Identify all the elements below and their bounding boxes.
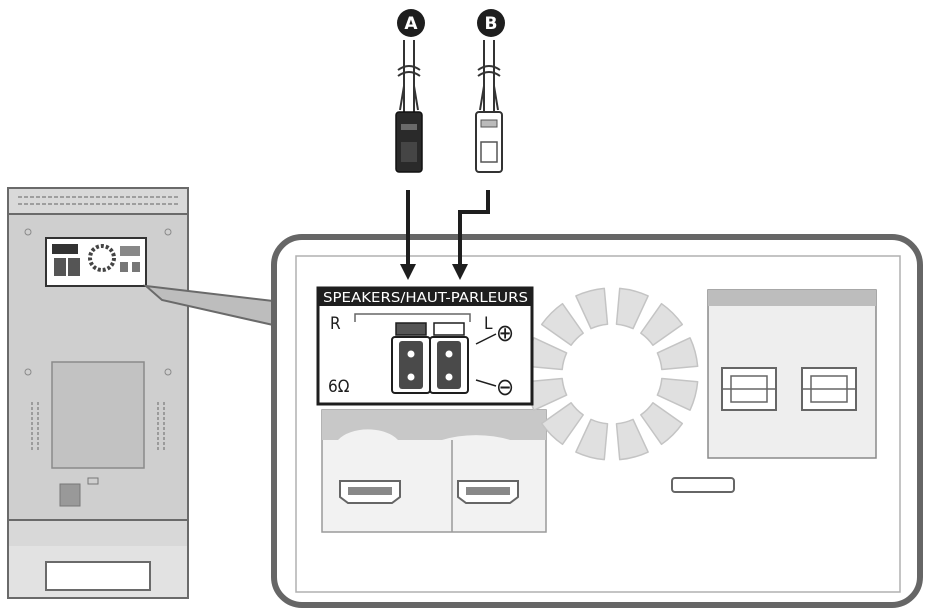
connector-right — [801, 367, 857, 411]
vent-segment — [640, 402, 684, 446]
vent-segment — [656, 337, 699, 371]
impedance-label: 6Ω — [328, 377, 350, 397]
left-channel-label: L — [484, 314, 493, 334]
callout-b: B — [477, 9, 505, 37]
connection-arrows — [400, 190, 490, 280]
callout-a-label: A — [404, 14, 418, 34]
top-vent-grille — [18, 196, 178, 205]
rear-terminal-thumbnail — [45, 237, 147, 287]
vent-segment — [615, 418, 649, 461]
connector-left — [721, 367, 777, 411]
arrow-a-head — [400, 264, 416, 280]
terminal-right — [391, 322, 431, 394]
speaker-unit-rear — [7, 187, 189, 599]
slot-connector — [671, 477, 735, 493]
side-vents — [31, 402, 165, 450]
speaker-terminal-block: SPEAKERS/HAUT-PARLEURS R L 6Ω ⊕ ⊖ — [316, 286, 534, 406]
hdmi-section — [321, 409, 547, 533]
hdmi-port-1 — [339, 480, 401, 504]
callout-a: A — [397, 9, 425, 37]
vent-segment — [656, 377, 699, 411]
terminal-header: SPEAKERS/HAUT-PARLEURS — [323, 290, 528, 306]
vent-segment — [640, 302, 684, 346]
optical-module — [707, 289, 877, 459]
plus-symbol: ⊕ — [496, 319, 514, 347]
terminal-left — [429, 322, 469, 394]
fan-vent — [525, 287, 699, 461]
arrow-b-head — [452, 264, 468, 280]
plug-a-cable — [395, 40, 423, 173]
arrow-b — [458, 190, 490, 266]
callout-b-label: B — [485, 14, 498, 34]
vent-segment — [575, 418, 609, 461]
vent-segment — [575, 287, 609, 330]
vent-segment — [540, 402, 584, 446]
right-channel-label: R — [330, 314, 341, 334]
minus-symbol: ⊖ — [496, 373, 514, 401]
hdmi-port-2 — [457, 480, 519, 504]
plug-b-cable — [475, 40, 503, 173]
vent-segment — [540, 302, 584, 346]
vent-segment — [615, 287, 649, 330]
enlarged-rear-panel: SPEAKERS/HAUT-PARLEURS R L 6Ω ⊕ ⊖ — [271, 234, 923, 608]
